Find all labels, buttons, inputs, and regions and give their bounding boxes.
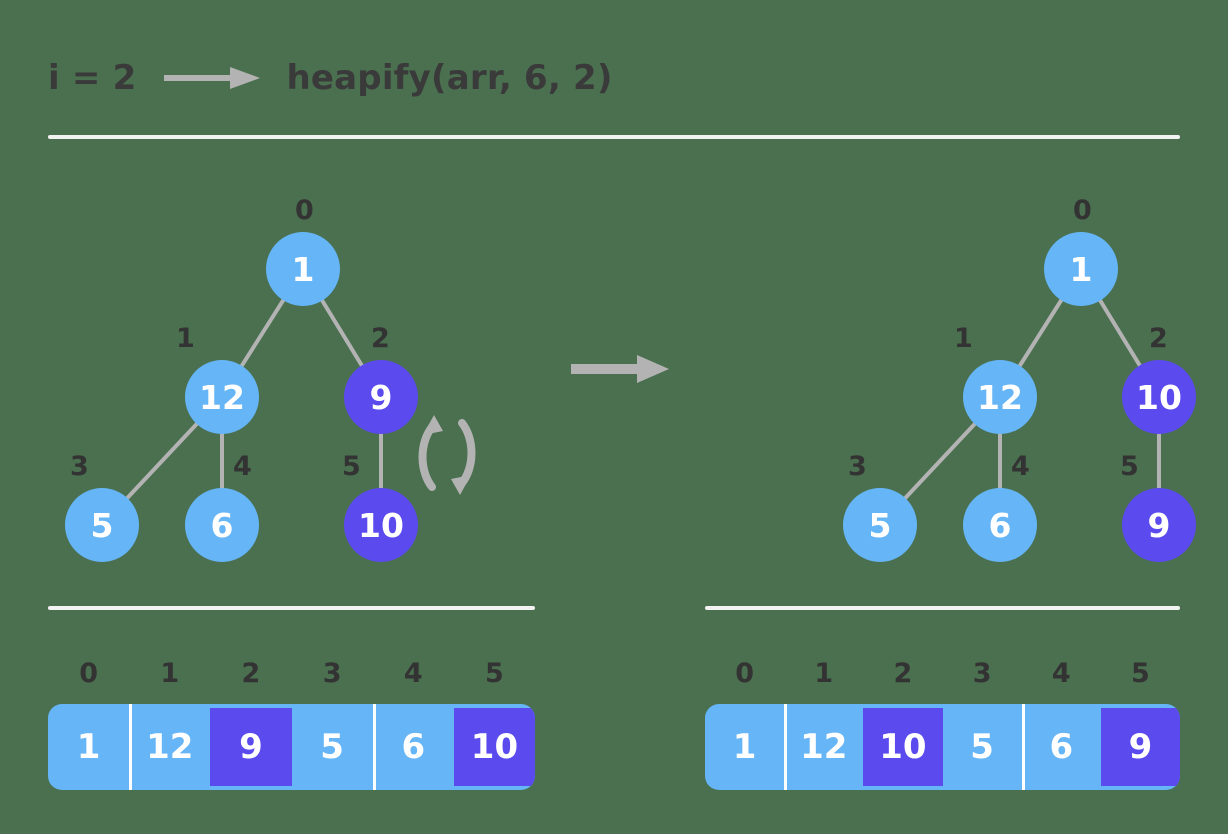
node-index-3: 3	[70, 451, 89, 482]
array-bar: 1 12 9 5 6 10	[48, 704, 535, 790]
divider-right	[705, 606, 1180, 610]
tree-node-value: 6	[988, 505, 1012, 545]
node-index-2: 2	[1149, 323, 1168, 354]
array-cell[interactable]: 10	[863, 708, 943, 786]
node-index-4: 4	[1011, 451, 1030, 482]
iteration-label: i = 2	[48, 58, 137, 98]
tree-node-value: 10	[1136, 377, 1182, 417]
array-index: 1	[160, 658, 180, 689]
divider-left	[48, 606, 535, 610]
array-cell[interactable]: 5	[320, 727, 344, 767]
array-cell[interactable]: 1	[76, 727, 101, 767]
node-index-5: 5	[1120, 451, 1139, 482]
node-index-2: 2	[371, 323, 390, 354]
array-cell[interactable]: 12	[784, 704, 863, 790]
node-index-1: 1	[176, 323, 195, 354]
tree-node-value: 1	[291, 249, 315, 289]
tree-node-value: 5	[90, 505, 114, 545]
tree-node-value: 5	[868, 505, 892, 545]
array-cell[interactable]: 5	[970, 727, 994, 767]
array-index: 2	[241, 658, 261, 689]
array-cell[interactable]: 12	[129, 704, 210, 790]
array-index: 5	[1131, 658, 1150, 689]
tree-node-value: 9	[369, 377, 393, 417]
tree-node-4[interactable]: 6	[963, 488, 1037, 562]
array-cell[interactable]: 1	[732, 727, 757, 767]
tree-node-5[interactable]: 9	[1122, 488, 1196, 562]
tree-node-value: 12	[199, 377, 245, 417]
array-index: 4	[1051, 658, 1071, 689]
array-index-row: 0 1 2 3 4 5	[705, 660, 1180, 696]
tree-node-0[interactable]: 1	[266, 232, 340, 306]
array-index: 3	[322, 658, 342, 689]
array-index: 1	[814, 658, 834, 689]
node-index-3: 3	[848, 451, 867, 482]
array-bar: 1 12 10 5 6 9	[705, 704, 1180, 790]
node-index-4: 4	[233, 451, 252, 482]
tree-node-value: 6	[210, 505, 234, 545]
array-cell[interactable]: 10	[453, 708, 535, 786]
node-index-1: 1	[954, 323, 973, 354]
node-index-0: 0	[1073, 195, 1092, 226]
swap-circular-arrows-icon	[410, 407, 484, 503]
tree-node-value: 9	[1147, 505, 1171, 545]
array-index: 2	[893, 658, 913, 689]
tree-node-4[interactable]: 6	[185, 488, 259, 562]
tree-before-swap: 0 1 1 12 2 9 3 5 4 6 5 10	[28, 185, 528, 585]
array-cell[interactable]: 9	[1100, 708, 1180, 786]
array-index: 3	[972, 658, 992, 689]
transition-right-arrow-icon	[571, 352, 669, 386]
tree-node-2[interactable]: 9	[344, 360, 418, 434]
tree-node-1[interactable]: 12	[185, 360, 259, 434]
array-index: 5	[485, 658, 504, 689]
tree-node-3[interactable]: 5	[843, 488, 917, 562]
array-cell[interactable]: 6	[372, 704, 454, 790]
tree-node-3[interactable]: 5	[65, 488, 139, 562]
array-index-row: 0 1 2 3 4 5	[48, 660, 535, 696]
tree-node-value: 1	[1069, 249, 1093, 289]
array-cell[interactable]: 9	[210, 708, 292, 786]
tree-node-value: 10	[358, 505, 404, 545]
tree-node-0[interactable]: 1	[1044, 232, 1118, 306]
array-before-swap: 0 1 2 3 4 5 1 12 9 5 6 10	[48, 660, 535, 790]
tree-node-2[interactable]: 10	[1122, 360, 1196, 434]
tree-node-5[interactable]: 10	[344, 488, 418, 562]
array-index: 4	[403, 658, 423, 689]
header: i = 2 heapify(arr, 6, 2)	[48, 50, 613, 106]
array-index: 0	[79, 658, 98, 689]
array-index: 0	[735, 658, 754, 689]
array-after-swap: 0 1 2 3 4 5 1 12 10 5 6 9	[705, 660, 1180, 790]
node-index-5: 5	[342, 451, 361, 482]
right-arrow-icon	[164, 65, 261, 91]
node-index-0: 0	[295, 195, 314, 226]
tree-node-1[interactable]: 12	[963, 360, 1037, 434]
tree-after-swap: 0 1 1 12 2 10 3 5 4 6 5 9	[806, 185, 1228, 585]
heapify-call-label: heapify(arr, 6, 2)	[286, 58, 613, 98]
divider-top	[48, 135, 1180, 139]
array-cell[interactable]: 6	[1021, 704, 1101, 790]
tree-node-value: 12	[977, 377, 1023, 417]
